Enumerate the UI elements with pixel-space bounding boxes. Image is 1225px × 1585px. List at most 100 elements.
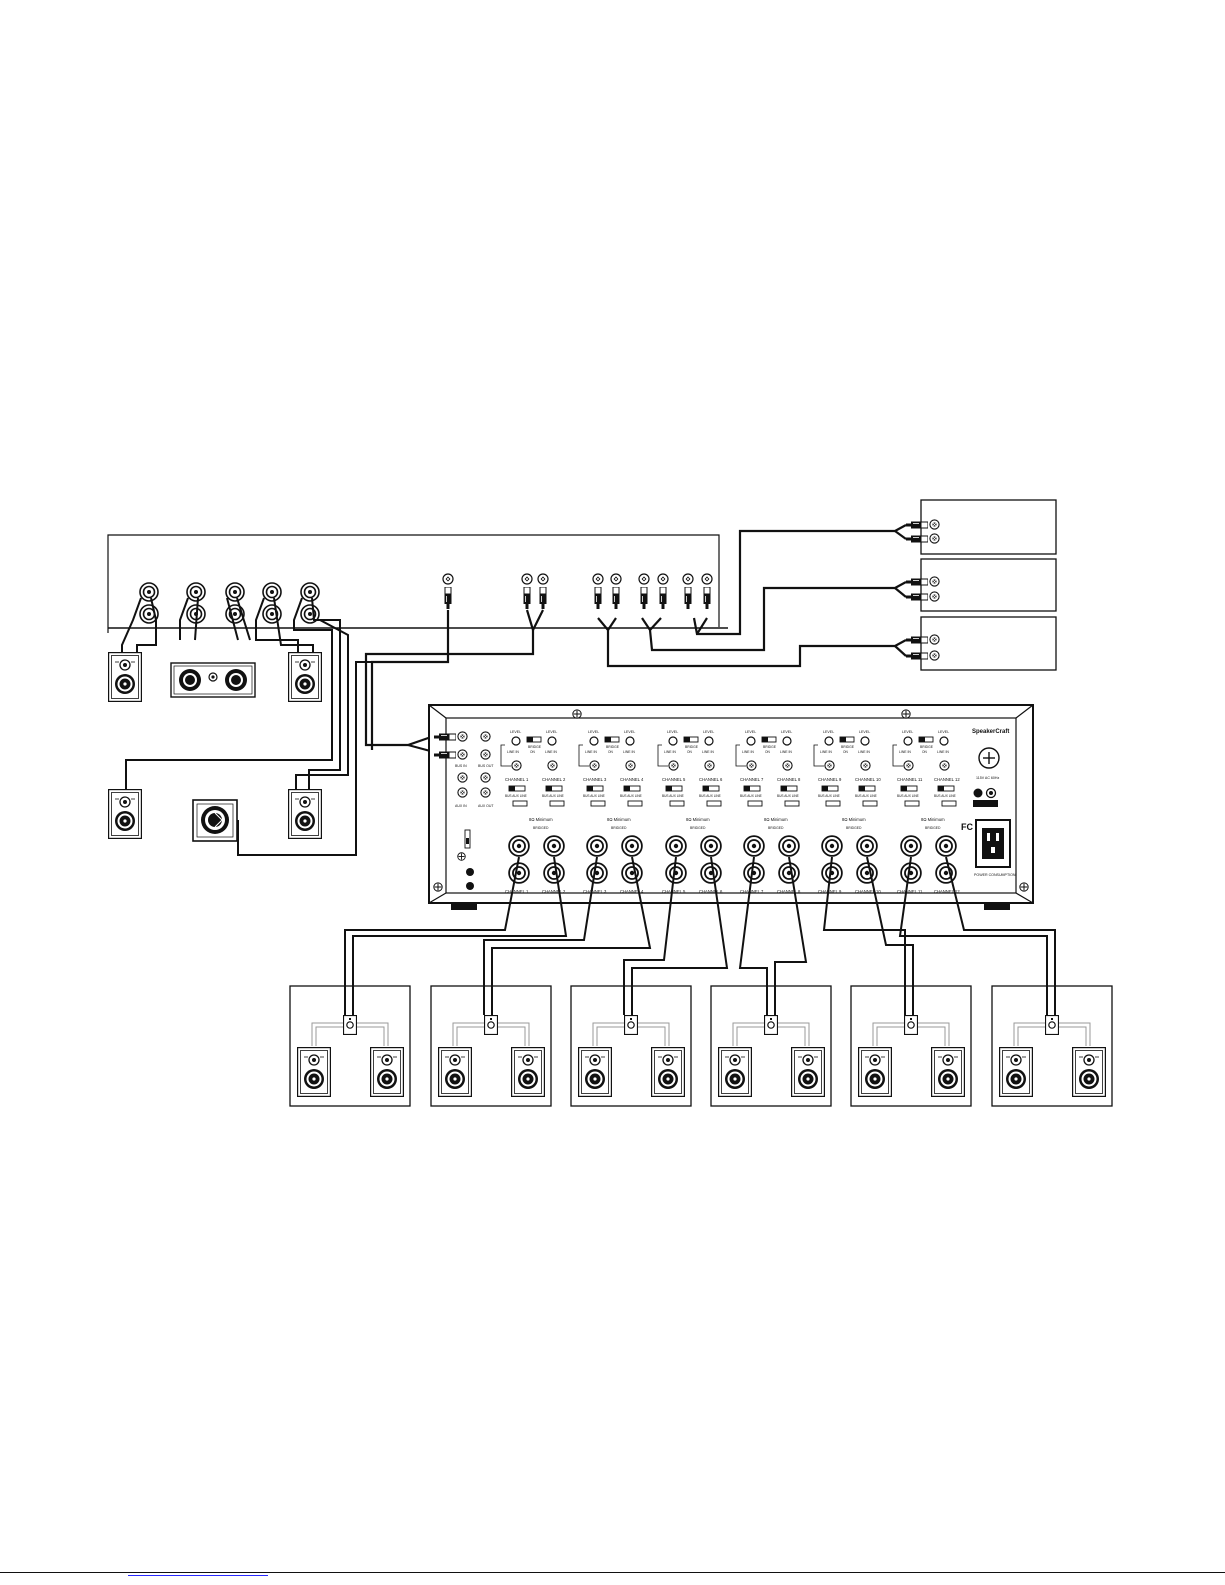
amp-speaker-terminal-icon — [900, 835, 922, 857]
impedance-label: 8Ω Minimum — [764, 817, 788, 822]
channel-label: CHANNEL 2 — [542, 889, 566, 894]
rca-plug-icon — [703, 587, 711, 609]
speaker-front-right-icon — [288, 652, 322, 702]
channel-label: CHANNEL 1 — [505, 889, 529, 894]
center-channel-speaker — [170, 662, 256, 698]
receiver-speaker-terminal-icon — [300, 582, 320, 602]
impedance-label: 8Ω Minimum — [921, 817, 945, 822]
receiver-speaker-terminal-icon — [139, 582, 159, 602]
receiver-rca-jack-icon — [682, 573, 694, 585]
channel-label: CHANNEL 5 — [662, 889, 686, 894]
rca-plug-icon — [523, 587, 531, 609]
channel-input-jack-icon — [824, 760, 835, 771]
receiver-rca-jack-icon — [610, 573, 622, 585]
channel-label: CHANNEL 10 — [855, 889, 881, 894]
bus-label: BUS AUX LINE — [542, 794, 564, 798]
level-knob-icon — [589, 736, 599, 746]
amp-speaker-terminal-icon — [621, 862, 643, 884]
channel-label: CHANNEL 12 — [934, 777, 960, 782]
mode-switch-icon — [941, 800, 957, 807]
line-in-label: LINE IN — [507, 750, 519, 754]
brand-label: SpeakerCraft — [972, 729, 1009, 735]
volume-control-icon — [904, 1015, 918, 1035]
channel-label: CHANNEL 4 — [620, 889, 644, 894]
channel-label: CHANNEL 7 — [740, 777, 764, 782]
in-wall-speaker-left-icon — [297, 1047, 331, 1097]
amp-speaker-terminal-icon — [743, 835, 765, 857]
channel-input-jack-icon — [782, 760, 793, 771]
rca-plug-icon — [640, 587, 648, 609]
bus-label: BUS AUX LINE — [818, 794, 840, 798]
amp-speaker-terminal-icon — [778, 862, 800, 884]
source-component-1 — [906, 499, 1057, 555]
line-in-label: LINE IN — [820, 750, 832, 754]
bridge-label: BRIDGE — [606, 745, 620, 749]
bridge-on-label: ON — [922, 750, 927, 754]
zone-wire-5 — [822, 856, 906, 1015]
amp-speaker-terminal-icon — [935, 835, 957, 857]
bus-in-label: BUS IN — [455, 764, 467, 768]
level-knob-icon — [903, 736, 913, 746]
zone-wire-6 — [945, 856, 1056, 1015]
speaker-zones — [289, 985, 1113, 1107]
rca-plug-icon — [684, 587, 692, 609]
rca-plug-icon — [906, 636, 928, 644]
line-in-label: LINE IN — [937, 750, 949, 754]
channel-input-jack-icon — [589, 760, 600, 771]
channel-input-jack-icon — [625, 760, 636, 771]
receiver-sub-out-jack-icon — [442, 573, 454, 585]
level-knob-icon — [625, 736, 635, 746]
volume-control-icon — [484, 1015, 498, 1035]
screw-icon — [572, 709, 582, 719]
level-label: LEVEL — [823, 730, 834, 734]
aux-out-label: AUX OUT — [478, 804, 494, 808]
channel-input-jack-icon — [704, 760, 715, 771]
line-in-label: LINE IN — [780, 750, 792, 754]
line-in-label: LINE IN — [742, 750, 754, 754]
footer-link-underline — [128, 1575, 268, 1576]
line-in-label: LINE IN — [623, 750, 635, 754]
bus-label: BUS AUX LINE — [897, 794, 919, 798]
impedance-label: 8Ω Minimum — [607, 817, 631, 822]
channel-label: CHANNEL 12 — [934, 889, 960, 894]
level-knob-icon — [511, 736, 521, 746]
zone-wire-6 — [898, 856, 1048, 1015]
in-wall-speaker-left-icon — [999, 1047, 1033, 1097]
receiver-rca-jack-icon — [537, 573, 549, 585]
aux-out-jack-icon — [480, 772, 491, 783]
channel-label: CHANNEL 1 — [505, 777, 529, 782]
volume-control-icon — [343, 1015, 357, 1035]
bus-label: BUS AUX LINE — [855, 794, 877, 798]
amp-speaker-terminal-icon — [778, 835, 800, 857]
channel-label: CHANNEL 7 — [740, 889, 764, 894]
line-in-label: LINE IN — [545, 750, 557, 754]
channel-input-jack-icon — [903, 760, 914, 771]
zone-wire-3 — [631, 856, 729, 1015]
bus-out-label: BUS OUT — [478, 764, 494, 768]
aux-in-jack-icon — [457, 772, 468, 783]
mode-switch-icon — [904, 800, 920, 807]
component-rca-jack-icon — [929, 634, 940, 645]
amp-speaker-terminal-icon — [821, 835, 843, 857]
source-component-3 — [906, 616, 1057, 671]
amp-speaker-terminal-icon — [700, 835, 722, 857]
bridge-label: BRIDGE — [685, 745, 699, 749]
in-wall-speaker-right-icon — [791, 1047, 825, 1097]
bus-label: BUS AUX LINE — [934, 794, 956, 798]
receiver-speaker-wires — [121, 597, 448, 856]
rca-plug-icon — [906, 578, 928, 586]
line-in-label: LINE IN — [702, 750, 714, 754]
component-rca-jack-icon — [929, 576, 940, 587]
level-label: LEVEL — [703, 730, 714, 734]
amplifier-power-section: SpeakerCraft 115V AC 60Hz FC POWER CONSU… — [961, 729, 1016, 877]
zone-wire-1 — [344, 856, 520, 1015]
rca-plug-icon — [612, 587, 620, 609]
rca-plug-icon — [539, 587, 547, 609]
bridged-label: BRIDGED — [846, 826, 862, 830]
component-rca-jack-icon — [929, 519, 940, 530]
bus-label: BUS AUX LINE — [583, 794, 605, 798]
bridge-label: BRIDGE — [763, 745, 777, 749]
channel-label: CHANNEL 9 — [818, 777, 842, 782]
